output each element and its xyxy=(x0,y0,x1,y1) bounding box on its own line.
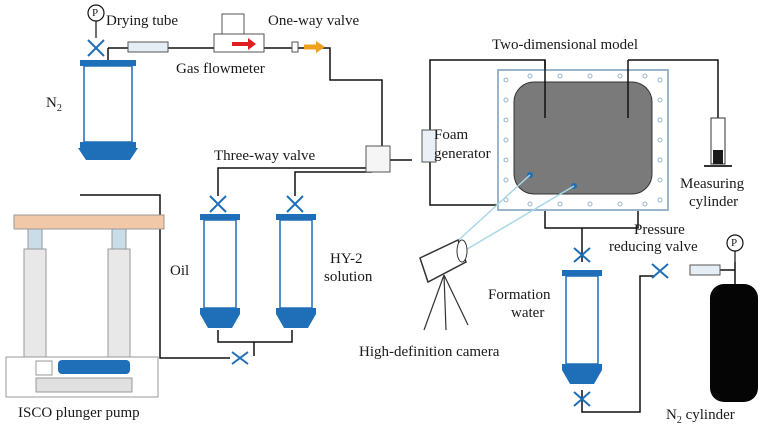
n2-gas-cylinder xyxy=(710,284,758,402)
label-formation-water-2: water xyxy=(511,305,545,321)
drying-tube-icon xyxy=(127,41,169,53)
label-measuring-cylinder-2: cylinder xyxy=(689,194,739,210)
label-gauge-right: P xyxy=(731,237,738,249)
label-hd-camera: High-definition camera xyxy=(359,344,500,360)
isco-pump xyxy=(5,214,165,398)
label-isco-pump: ISCO plunger pump xyxy=(18,405,140,421)
pipe-three-way-to-oil xyxy=(217,167,372,196)
measuring-cylinder-icon xyxy=(704,117,732,167)
pipe-vessels-bottom xyxy=(217,330,293,343)
pressure-reducing-valve-icon xyxy=(651,263,669,279)
hy2-vessel xyxy=(276,195,316,328)
label-formation-water-1: Formation xyxy=(488,287,551,303)
two-dimensional-model xyxy=(497,60,669,211)
three-way-valve-icon xyxy=(365,145,391,173)
valve-n2-icon xyxy=(87,39,105,57)
label-one-way-valve: One-way valve xyxy=(268,13,360,29)
label-hy2-1: HY-2 xyxy=(330,251,363,267)
label-pressure-reducing-2: reducing valve xyxy=(609,239,698,255)
gas-flowmeter-icon xyxy=(213,13,265,53)
pipe-foam-lower xyxy=(429,162,512,206)
pipe-model-to-cylinder xyxy=(628,59,719,118)
label-oil: Oil xyxy=(170,263,190,279)
pipe-flowmeter-to-three-way xyxy=(260,47,383,152)
label-gas-flowmeter: Gas flowmeter xyxy=(176,61,265,77)
label-two-dimensional-model: Two-dimensional model xyxy=(492,37,639,53)
camera-view-beam xyxy=(451,174,575,259)
label-n2: N2 xyxy=(46,95,62,114)
label-measuring-cylinder-1: Measuring xyxy=(680,176,745,192)
foam-generator-icon xyxy=(421,129,437,163)
label-three-way-valve: Three-way valve xyxy=(214,148,316,164)
hd-camera-icon xyxy=(419,238,469,331)
label-foam-generator-1: Foam xyxy=(434,127,469,143)
pipe-three-way-to-hy2 xyxy=(294,171,372,196)
n2-vessel xyxy=(78,60,138,160)
label-pressure-reducing-1: Pressure xyxy=(634,222,685,238)
label-hy2-2: solution xyxy=(324,269,373,285)
valve-pump-icon xyxy=(231,351,249,365)
label-gauge-left: P xyxy=(92,7,99,19)
oil-vessel xyxy=(200,195,240,328)
label-n2-cylinder: N2 cylinder xyxy=(666,407,735,426)
pipe-formation-loop xyxy=(581,275,655,413)
label-foam-generator-2: generator xyxy=(434,146,491,162)
pipe-pump-out xyxy=(80,194,230,359)
pipe-model-bottom xyxy=(544,205,639,229)
one-way-valve-icon xyxy=(291,41,325,53)
label-drying-tube: Drying tube xyxy=(106,13,179,29)
formation-water-vessel xyxy=(562,247,602,407)
